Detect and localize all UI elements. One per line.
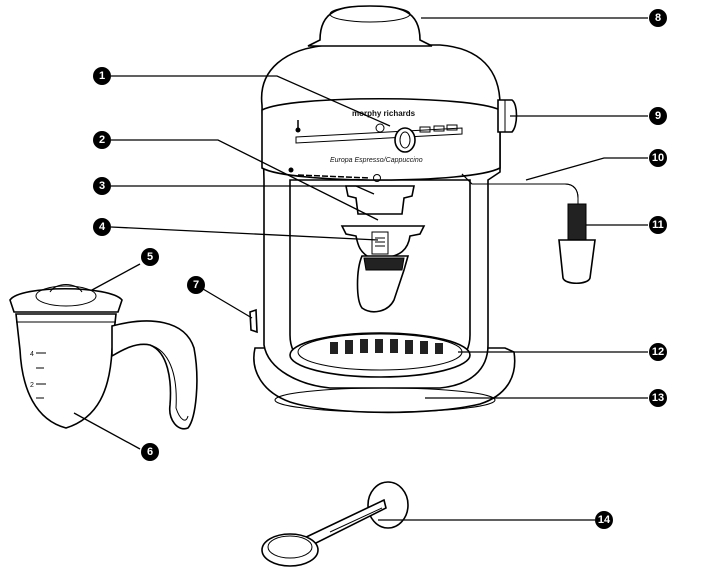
control-panel xyxy=(261,97,501,181)
svg-text:8: 8 xyxy=(655,12,661,24)
jug-mark-4: 4 xyxy=(30,351,34,358)
svg-text:14: 14 xyxy=(598,514,611,526)
callout-5: 5 xyxy=(141,248,159,266)
jug-mark-2: 2 xyxy=(30,382,34,389)
callout-3: 3 xyxy=(93,177,111,195)
svg-text:3: 3 xyxy=(99,180,105,192)
svg-text:12: 12 xyxy=(652,346,664,358)
callout-6: 6 xyxy=(141,443,159,461)
leader-lines xyxy=(73,17,648,521)
svg-text:6: 6 xyxy=(147,446,153,458)
callout-11: 11 xyxy=(649,216,667,234)
callout-13: 13 xyxy=(649,389,667,407)
callout-4: 4 xyxy=(93,218,111,236)
steam-knob xyxy=(497,99,518,133)
jug-lid xyxy=(9,287,123,313)
machine: morphy richards Europa Espresso/Cappucci… xyxy=(249,5,596,414)
callout-2: 2 xyxy=(93,131,111,149)
drip-tray xyxy=(289,332,471,378)
callout-8: 8 xyxy=(649,9,667,27)
jug-handle xyxy=(111,320,198,430)
top-cap xyxy=(307,5,433,47)
svg-text:13: 13 xyxy=(652,392,664,404)
model-label: Europa Espresso/Cappuccino xyxy=(330,157,423,164)
svg-text:2: 2 xyxy=(99,134,105,146)
svg-text:11: 11 xyxy=(652,219,664,231)
selector-knob xyxy=(375,123,416,153)
svg-text:5: 5 xyxy=(147,251,153,263)
filter-holder xyxy=(345,185,415,215)
frothing-nozzle xyxy=(558,203,596,285)
thermometer-icon xyxy=(295,120,301,133)
callout-12: 12 xyxy=(649,343,667,361)
svg-text:4: 4 xyxy=(99,221,106,233)
svg-text:9: 9 xyxy=(655,110,661,122)
callout-1: 1 xyxy=(93,67,111,85)
svg-text:7: 7 xyxy=(193,279,199,291)
callout-7: 7 xyxy=(187,276,205,294)
power-switch xyxy=(249,308,258,334)
svg-text:10: 10 xyxy=(652,152,664,164)
brand-label: morphy richards xyxy=(352,109,416,118)
glass-jug: 4 2 xyxy=(9,284,198,430)
indicator-strip xyxy=(288,167,381,182)
jug-body xyxy=(15,313,117,429)
svg-text:1: 1 xyxy=(99,70,105,82)
callout-9: 9 xyxy=(649,107,667,125)
callout-10: 10 xyxy=(649,149,667,167)
callout-14: 14 xyxy=(595,511,613,529)
measuring-spoon xyxy=(261,481,409,567)
